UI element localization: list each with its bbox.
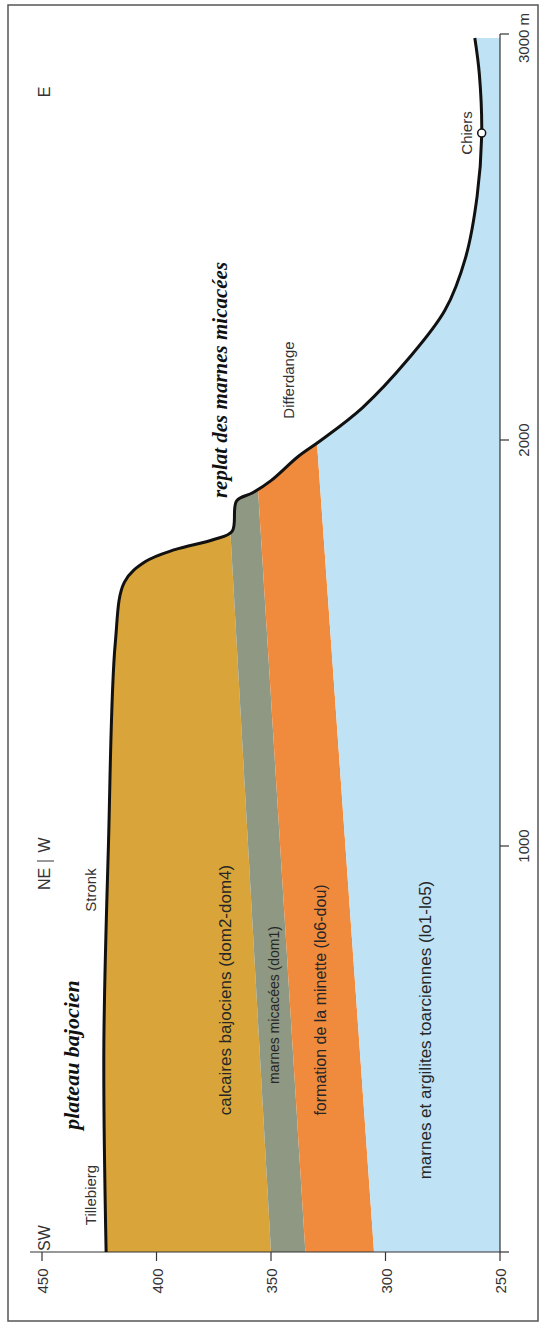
ground-surface [104,38,482,1252]
label-holder: Tillebierg [83,1165,98,1225]
landform-label: replat des marnes micacées [210,262,231,498]
place-name: Differdange [281,341,296,418]
distance-axis [499,34,500,1252]
axis-tick [500,845,509,846]
direction-label: SW [37,1225,53,1251]
axis-value: 450 [35,1268,50,1293]
direction-label: E [37,87,53,98]
label-holder: Stronk [83,868,98,911]
label-holder: 300 [378,1268,393,1293]
stratum-name: calcaires bajociens (dom2-dom4) [217,865,234,1115]
place-name: Tillebierg [83,1165,98,1225]
river-name: Chiers [459,111,474,154]
frame [8,5,538,1321]
axis-tick [500,33,509,34]
axis-tick [500,439,509,440]
label-holder: 1000 [516,829,531,862]
axis-tick [41,1252,42,1261]
strata [0,14,523,1273]
label-holder: Differdange [281,341,296,418]
label-holder: 450 [35,1268,50,1293]
axis-tick [156,1252,157,1261]
stratum-name: marnes micacées (dom1) [267,926,281,1084]
label-holder: NE [37,868,53,890]
label-holder: 400 [149,1268,164,1293]
label-holder: E [37,87,53,98]
direction-divider [37,861,54,862]
direction-label: NE [37,868,53,890]
stratum-band: marnes micacées (dom1) [267,926,281,1084]
label-holder: plateau bajocien [61,980,83,1130]
axis-value: 350 [264,1268,279,1293]
axis-tick [500,1251,509,1252]
axis-tick [385,1252,386,1261]
place-name: Stronk [83,868,98,911]
axes [30,34,509,1261]
label-holder: W [37,837,53,852]
label-holder: 3000 m [516,13,531,63]
axis-value: 250 [493,1268,508,1293]
axis-tick [270,1252,271,1261]
axis-value: 300 [378,1268,393,1293]
landform-label: plateau bajocien [61,980,83,1130]
clay-layer [287,14,523,1273]
label-holder: 350 [264,1268,279,1293]
axis-value: 3000 m [516,13,531,63]
axis-value: 400 [149,1268,164,1293]
direction-label: W [37,837,53,852]
label-holder: Chiers [459,111,474,154]
stratum-name: formation de la minette (lo6-dou) [313,884,329,1115]
label-holder: replat des marnes micacées [210,262,231,498]
axis-tick [499,1252,500,1261]
label-holder: 2000 [516,423,531,456]
axis-value: 1000 [516,829,531,862]
axis-value: 2000 [516,423,531,456]
stratum-name: marnes et argilites toarciennes (lo1-lo5… [417,881,434,1180]
stratum-band: calcaires bajociens (dom2-dom4) [217,865,234,1115]
river-marker [478,129,486,137]
stratum-band: formation de la minette (lo6-dou) [313,884,329,1115]
label-holder: SW [37,1225,53,1251]
label-holder: 250 [493,1268,508,1293]
elevation-axis [30,1251,500,1252]
stratum-band: marnes et argilites toarciennes (lo1-lo5… [417,881,434,1180]
limestone-layer [0,14,272,1273]
